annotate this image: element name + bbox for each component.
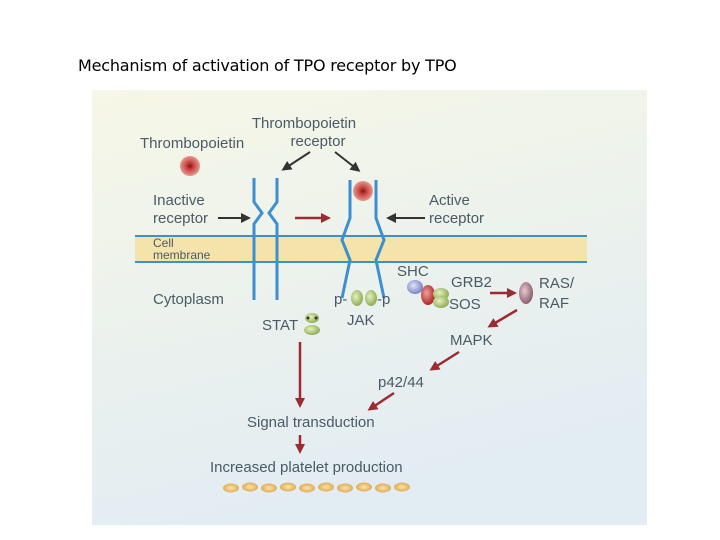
platelet xyxy=(223,483,239,493)
platelet xyxy=(375,483,391,493)
membrane-label-line2: membrane xyxy=(153,248,211,262)
thrombopoietin-ball xyxy=(180,156,200,176)
platelet xyxy=(280,482,296,492)
p-right-label: -p xyxy=(377,291,390,308)
slide-title: Mechanism of activation of TPO receptor … xyxy=(78,56,457,75)
cell-membrane-band xyxy=(135,236,587,262)
receptor-label-line1: Thrombopoietin xyxy=(252,115,356,132)
p4244-to-signal-arrow xyxy=(367,391,395,411)
platelet xyxy=(242,482,258,492)
sos-ball-2 xyxy=(433,296,449,308)
jak-ball-right xyxy=(365,290,377,306)
p-left-label: p- xyxy=(334,291,347,308)
tpo-receptor-diagram: Thrombopoietin Thrombopoietin receptor I… xyxy=(92,90,647,525)
platelet xyxy=(261,483,277,493)
mapk-label: MAPK xyxy=(450,332,493,349)
shc-ball xyxy=(407,280,423,294)
shc-label: SHC xyxy=(397,263,429,280)
stat-ball-top xyxy=(305,313,319,323)
platelet xyxy=(356,482,372,492)
mapk-to-p4244-arrow xyxy=(429,350,460,371)
active-receptor xyxy=(340,180,386,299)
platelet xyxy=(299,483,315,493)
inactive-label-line1: Inactive xyxy=(153,192,205,209)
stat-label: STAT xyxy=(262,317,298,334)
receptor-arrow-left xyxy=(281,151,311,171)
cytoplasm-label: Cytoplasm xyxy=(153,291,224,308)
membrane-label-line1: Cell xyxy=(153,236,174,250)
receptor-label-line2: receptor xyxy=(290,133,345,150)
receptor-arrow-right xyxy=(334,151,361,172)
grb2-label: GRB2 xyxy=(451,274,492,291)
stat-ball-bottom xyxy=(304,325,320,335)
jak-ball-left xyxy=(351,290,363,306)
bound-tpo-ball xyxy=(353,181,373,201)
thrombopoietin-label: Thrombopoietin xyxy=(140,135,244,152)
increased-platelet-label: Increased platelet production xyxy=(210,459,403,476)
jak-label: JAK xyxy=(347,312,375,329)
active-label-line1: Active xyxy=(429,192,470,209)
grb2-ball xyxy=(421,285,435,305)
active-label-line2: receptor xyxy=(429,210,484,227)
platelets xyxy=(223,482,410,493)
platelet xyxy=(318,482,334,492)
platelet xyxy=(394,482,410,492)
ras-label-line1: RAS/ xyxy=(539,275,575,292)
sos-label: SOS xyxy=(449,296,481,313)
ras-raf-ball xyxy=(519,282,533,304)
ras-label-line2: RAF xyxy=(539,295,569,312)
signal-transduction-label: Signal transduction xyxy=(247,414,375,431)
p4244-label: p42/44 xyxy=(378,374,424,391)
platelet xyxy=(337,483,353,493)
inactive-receptor xyxy=(252,178,279,300)
inactive-label-line2: receptor xyxy=(153,210,208,227)
ras-to-mapk-arrow xyxy=(487,308,518,328)
